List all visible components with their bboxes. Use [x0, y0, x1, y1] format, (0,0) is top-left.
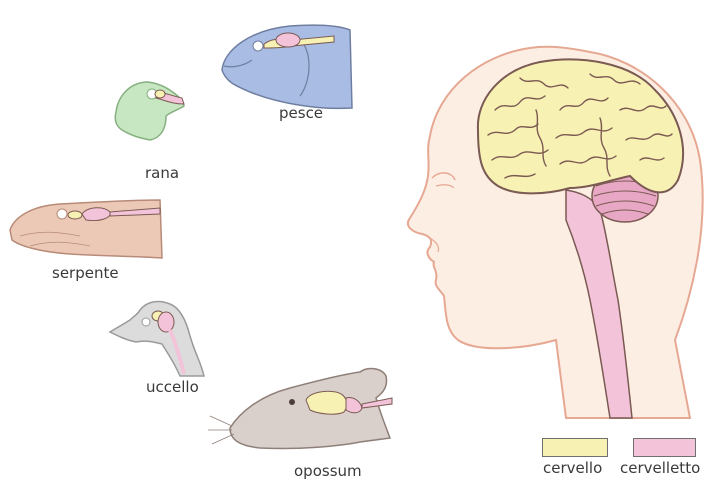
human-head: [408, 47, 703, 418]
frog-head: [115, 82, 184, 140]
snake-label: serpente: [52, 266, 119, 281]
legend-cerebellum-label: cervelletto: [620, 461, 700, 476]
opossum-head: [208, 369, 392, 449]
legend-cerebrum-swatch: [542, 438, 608, 457]
legend-cerebellum-swatch: [633, 438, 696, 457]
fish-label: pesce: [279, 106, 323, 121]
frog-label: rana: [145, 166, 179, 181]
legend-cerebrum-label: cervello: [543, 461, 602, 476]
opossum-label: opossum: [294, 464, 362, 479]
bird-label: uccello: [146, 380, 199, 395]
bird-head: [110, 302, 204, 376]
snake-head: [10, 200, 162, 258]
fish-head: [222, 25, 352, 108]
